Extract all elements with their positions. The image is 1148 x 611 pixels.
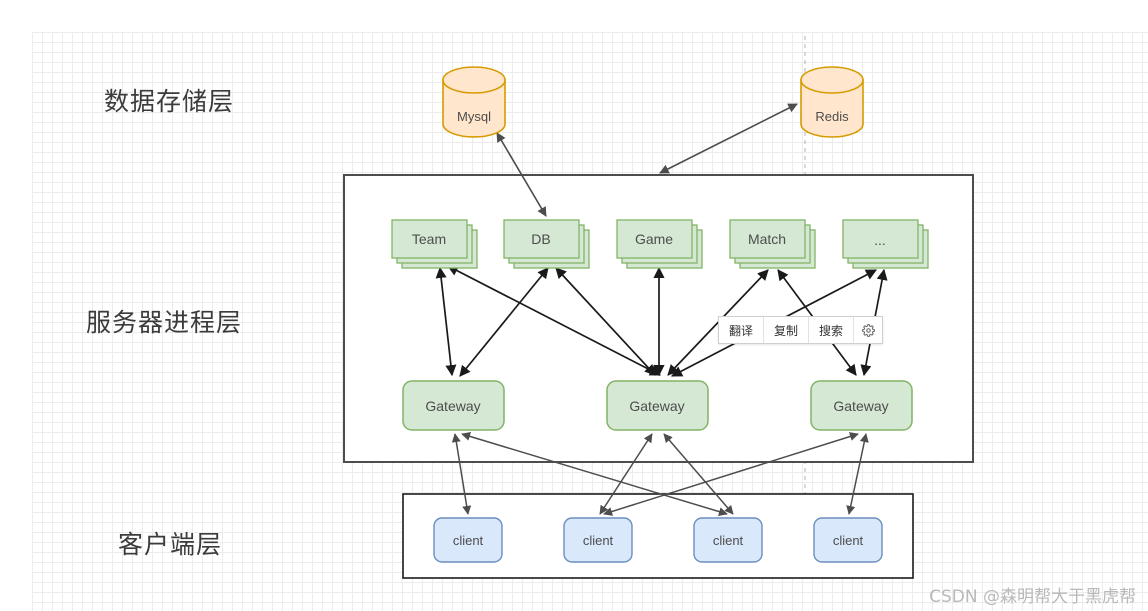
- gateway-1-label: Gateway: [425, 398, 480, 414]
- client-node-1[interactable]: client: [433, 517, 503, 563]
- match-stack-front: [729, 219, 806, 259]
- connections-group: [496, 103, 798, 217]
- mysql-cylinder-body: [442, 79, 506, 138]
- toolbar-search-button[interactable]: 搜索: [809, 317, 855, 343]
- client-2-box: [563, 517, 633, 563]
- more-label: ...: [874, 232, 886, 248]
- db-label: DB: [531, 231, 550, 247]
- gateway-2-box: [606, 380, 709, 431]
- csdn-watermark: CSDN @森明帮大于黑虎帮: [929, 587, 1136, 607]
- client-node-4[interactable]: client: [813, 517, 883, 563]
- process-node-db[interactable]: DB: [503, 219, 590, 269]
- mysql-label: Mysql: [457, 109, 491, 124]
- edge-gateway3-client4: [846, 433, 869, 515]
- edge-db-gateway2: [555, 267, 656, 376]
- database-redis[interactable]: Redis: [800, 66, 864, 138]
- redis-cylinder-body: [800, 79, 864, 138]
- gateway-3-box: [810, 380, 913, 431]
- game-label: Game: [635, 231, 673, 247]
- process-node-game[interactable]: Game: [616, 219, 703, 269]
- toolbar-copy-button[interactable]: 复制: [764, 317, 810, 343]
- redis-label: Redis: [815, 109, 849, 124]
- client-3-label: client: [713, 533, 744, 548]
- db-stack-front: [503, 219, 580, 259]
- toolbar-translate-button[interactable]: 翻译: [719, 317, 765, 343]
- gateway-2-label: Gateway: [629, 398, 684, 414]
- match-label: Match: [748, 231, 786, 247]
- selection-context-toolbar[interactable]: 翻译 复制 搜索: [718, 316, 884, 344]
- client-4-label: client: [833, 533, 864, 548]
- client-3-box: [693, 517, 763, 563]
- edge-db-gateway1: [459, 267, 549, 377]
- process-node-match[interactable]: Match: [729, 219, 816, 269]
- layer-label-storage: 数据存储层: [104, 87, 235, 116]
- gateway-node-2[interactable]: Gateway: [606, 380, 709, 431]
- client-node-2[interactable]: client: [563, 517, 633, 563]
- gear-icon[interactable]: [854, 317, 882, 343]
- client-node-3[interactable]: client: [693, 517, 763, 563]
- layer-label-server: 服务器进程层: [86, 308, 243, 337]
- mysql-cylinder-top: [442, 66, 506, 94]
- gateway-1-box: [402, 380, 505, 431]
- gateway-node-1[interactable]: Gateway: [402, 380, 505, 431]
- gateway-3-label: Gateway: [833, 398, 888, 414]
- process-node-more[interactable]: ...: [842, 219, 929, 269]
- team-stack-front: [391, 219, 468, 259]
- client-4-box: [813, 517, 883, 563]
- layer-label-client: 客户端层: [118, 530, 223, 559]
- game-stack-front: [616, 219, 693, 259]
- more-stack-front: [842, 219, 919, 259]
- client-2-label: client: [583, 533, 614, 548]
- edge-mysql-db: [496, 132, 547, 217]
- redis-cylinder-top: [800, 66, 864, 94]
- database-mysql[interactable]: Mysql: [442, 66, 506, 138]
- edge-redis-server: [659, 103, 798, 174]
- client-1-label: client: [453, 533, 484, 548]
- gateway-client-edges: [451, 432, 869, 516]
- team-label: Team: [412, 231, 446, 247]
- process-node-team[interactable]: Team: [391, 219, 478, 269]
- gateway-node-3[interactable]: Gateway: [810, 380, 913, 431]
- edge-gateway3-client2: [603, 432, 859, 516]
- client-1-box: [433, 517, 503, 563]
